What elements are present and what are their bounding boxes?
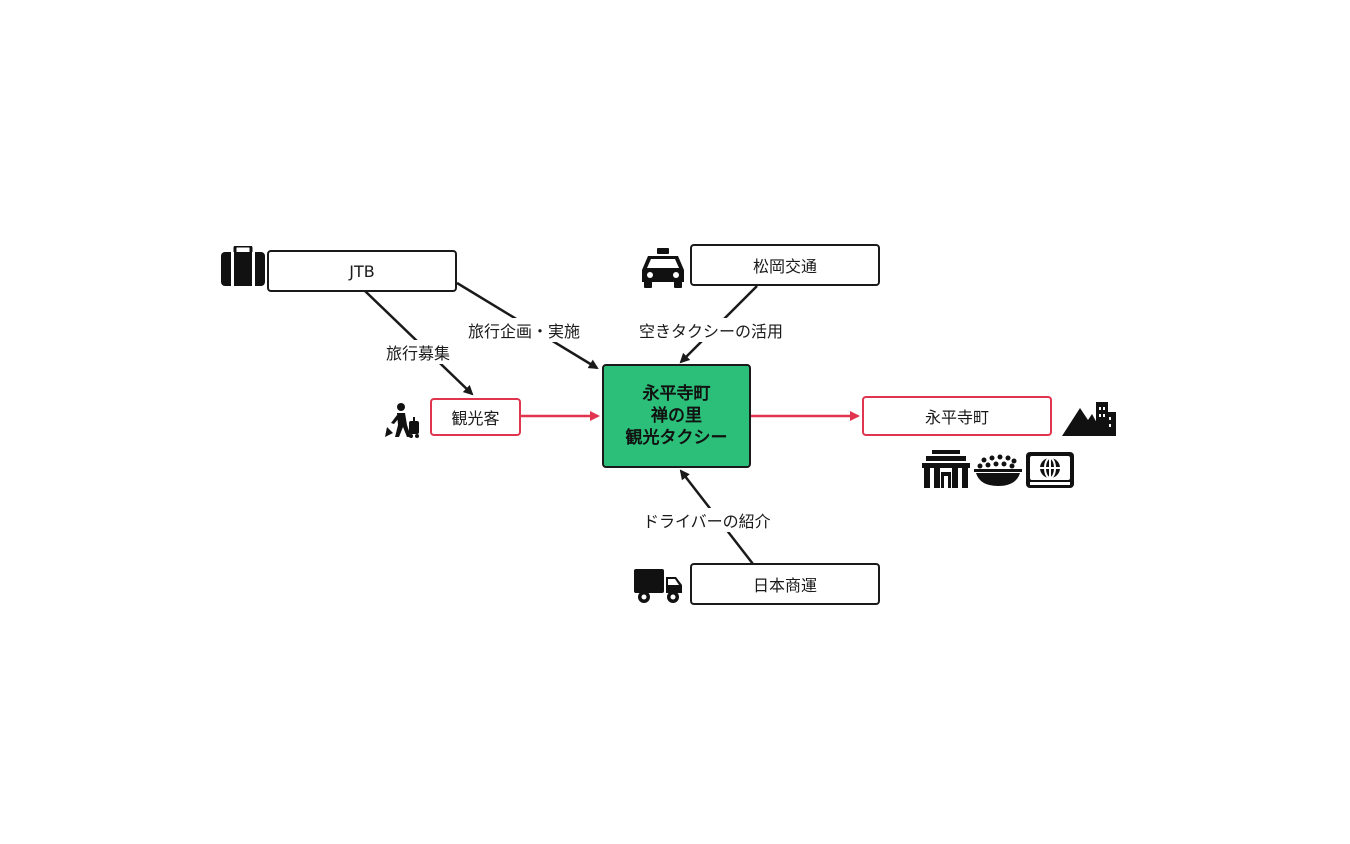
map-icon [1026, 452, 1074, 488]
node-visitor-label: 観光客 [451, 409, 500, 428]
node-nihon-shoun: 日本商運 [690, 563, 880, 605]
node-visitor: 観光客 [430, 398, 521, 436]
suitcase-icon [221, 246, 265, 286]
center-line-1: 永平寺町 [642, 384, 711, 404]
edge-label-ryoko-kikaku: 旅行企画・実施 [466, 318, 583, 342]
node-center-service: 永平寺町 禅の里 観光タクシー [602, 364, 751, 468]
node-eiheiji: 永平寺町 [862, 396, 1052, 436]
node-nihon-shoun-label: 日本商運 [752, 576, 817, 595]
traveler-icon [385, 403, 419, 438]
center-line-3: 観光タクシー [625, 428, 728, 448]
taxi-icon [642, 248, 684, 288]
mountain-town-icon [1062, 402, 1116, 436]
node-matsuoka-label: 松岡交通 [752, 257, 817, 276]
edge-label-ryoko-boshu: 旅行募集 [384, 340, 453, 364]
edge-label-driver-shokai: ドライバーの紹介 [641, 508, 773, 532]
truck-icon [634, 569, 682, 603]
node-matsuoka: 松岡交通 [690, 244, 880, 286]
temple-gate-icon [922, 450, 970, 488]
center-line-2: 禅の里 [651, 406, 702, 426]
node-jtb-label: JTB [349, 261, 375, 281]
node-eiheiji-label: 永平寺町 [924, 408, 989, 427]
food-bowl-icon [974, 454, 1022, 486]
node-jtb: JTB [267, 250, 457, 292]
edge-label-aki-taxi: 空きタクシーの活用 [637, 318, 786, 342]
